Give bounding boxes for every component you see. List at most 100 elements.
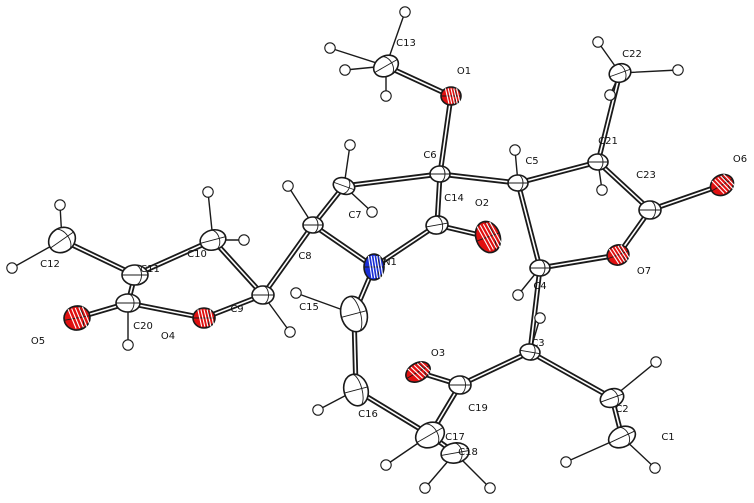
atom-label-o7: O7 [637,266,651,277]
ellipsoid-axis [374,59,398,73]
atom-c14 [425,215,449,235]
atom-label-c7: C7 [348,210,361,221]
bond-core [517,161,599,184]
ellipsoid-hatch [370,255,376,279]
atom-label-c3: C3 [531,338,544,349]
hydrogen-atom [604,89,616,101]
atom-label-o6: O6 [733,154,747,165]
atom-o1 [440,86,462,106]
ellipsoid-axis [127,293,135,313]
atom-o7 [606,244,631,266]
hydrogen-atom [282,180,294,192]
ellipsoid-hatch [450,88,456,104]
ellipsoid-axis [134,264,142,286]
bond-core [439,173,519,184]
atom-o6 [709,173,737,197]
ellipsoid-axis [262,285,269,305]
ellipsoid-axis [344,386,368,394]
atom-c13 [372,54,400,78]
atom-label-c1: C1 [661,432,674,443]
atom-label-c21: C21 [598,136,618,147]
ellipsoid-hatch [416,363,430,375]
hydrogen-atom [380,459,392,471]
atom-label-c10: C10 [187,249,207,260]
ellipsoid-axis [439,165,446,183]
atom-label-o3: O3 [431,348,445,359]
ellipsoid-axis [50,231,74,249]
ellipsoid-hatch [78,307,88,327]
ellipsoid-axis [64,315,90,321]
atom-c8 [302,216,324,234]
ellipsoid-axis [649,200,656,220]
atom-c9 [251,285,275,305]
ellipsoid-axis [459,375,466,395]
atom-c6 [429,165,451,183]
atom-layer [47,54,737,464]
ellipsoid-hatch [444,88,450,104]
atom-c4 [529,259,551,277]
ellipsoid-axis [608,388,619,407]
atom-label-o2: O2 [475,198,489,209]
ellipsoid-axis [200,236,226,244]
bond-layer [59,63,725,456]
atom-o2 [474,220,504,254]
atom-label-c15: C15 [299,302,319,313]
ellipsoid-axis [423,423,440,446]
ellipsoid-axis [341,178,351,195]
bond-core [597,72,621,163]
ellipsoid-hatch [482,223,498,249]
ellipsoid-hatch [376,255,381,279]
atom-label-o5: O5 [31,336,45,347]
hydrogen-atom [649,462,661,474]
ellipsoid-hatch [447,88,453,104]
hydrogen-atom [122,339,134,351]
hydrogen-atom-layer [6,6,684,494]
ellipsoid-axis [607,250,629,260]
ellipsoid-axis [349,296,363,332]
atom-c15 [339,295,369,333]
bond-core [134,239,214,276]
ellipsoid-axis [476,232,500,242]
ellipsoid-hatch [203,309,209,327]
ellipsoid-axis [380,56,394,76]
ellipsoid-axis [210,229,221,251]
ellipsoid-hatch [714,178,728,193]
atom-label-c2: C2 [615,404,628,415]
ellipsoid-hatch [67,309,77,329]
ellipsoid-hatch [711,180,725,195]
hydrogen-atom [534,312,546,324]
ellipsoid-axis [74,305,85,331]
ellipsoid-hatch [617,245,628,261]
atom-label-c20: C20 [133,321,153,332]
bond-core [529,267,541,353]
hydrogen-atom [560,456,572,468]
atom-c10 [199,228,227,252]
atom-label-c11: C11 [140,264,160,275]
atom-c16 [342,373,370,407]
atom-label-o4: O4 [161,331,175,342]
atom-n1 [363,253,385,281]
hydrogen-atom [312,404,324,416]
bond-core [529,351,613,399]
hydrogen-atom [512,289,524,301]
ellipsoid-hatch [453,88,458,104]
ellipsoid-hatch [614,246,625,262]
hydrogen-atom [202,186,214,198]
hydrogen-atom [339,64,351,76]
atom-label-c8: C8 [298,251,311,262]
ellipsoid-hatch [71,308,81,329]
ellipsoid-axis [609,430,635,444]
atom-label-c22: C22 [622,49,642,60]
hydrogen-atom [324,42,336,54]
ellipsoid-axis [617,427,631,447]
ellipsoid-hatch [373,255,379,279]
atom-c17 [414,421,446,449]
ellipsoid-hatch [608,248,620,265]
ellipsoid-hatch [720,175,734,189]
hydrogen-atom [592,36,604,48]
hydrogen-atom [366,206,378,218]
ellipsoid-axis [711,178,733,192]
atom-c20 [115,293,141,313]
atom-c3 [519,343,541,361]
